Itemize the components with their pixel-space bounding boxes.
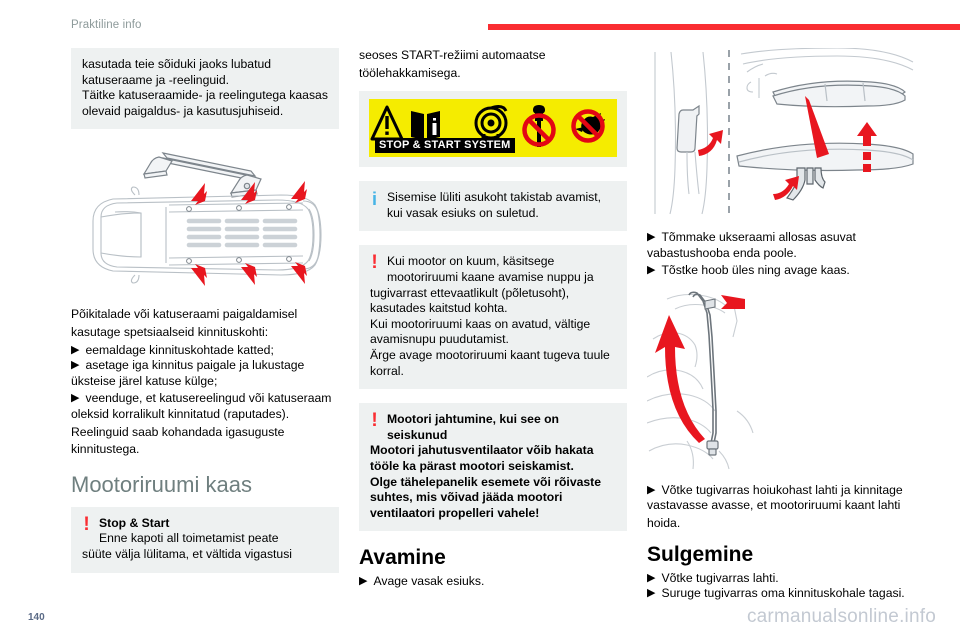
cooling-line-5: ventilaatori propelleri vahele! [370,505,540,520]
bullet-arrow-icon: ▶ [71,343,80,356]
roof-rack-mounting-points-figure [71,143,339,295]
hot-warning-line-4: kasutades kaitstud kohta. [370,301,508,316]
warning-line-1: Enne kapoti all toimetamist peate [99,531,279,546]
roof-install-bullet-3: ▶ veenduge, et katusereelingud või katus… [71,391,339,407]
no-tools-icon [522,105,556,148]
cooling-title-2: seiskunud [387,427,448,442]
cooling-line-2: tööle ka pärast mootori seiskamist. [370,458,574,473]
roof-install-bullet-3-cont: oleksid korralikult kinnitatud (raputade… [71,406,290,421]
stay-rod-bullet-1-cont-1: vastavasse avasse, et mootoriruumi kaant… [647,498,901,513]
header-red-rule [488,24,960,30]
pictogram-label: STOP & START SYSTEM [375,138,515,154]
info-icon: i [371,189,377,210]
hot-engine-warning-box: ! Kui mootor on kuum, käsitsege mootorir… [359,245,627,390]
right-column: ▶ Tõmmake ukseraami allosas asuvat vabas… [647,48,915,602]
manual-book-icon [411,111,440,141]
bullet-arrow-icon: ▶ [647,231,656,243]
closing-bullet-2: ▶ Suruge tugivarras oma kinnituskohale t… [647,586,915,602]
hot-warning-line-1: Kui mootor on kuum, käsitsege [387,254,555,269]
open-bonnet-bullet-2: ▶ Tõstke hoob üles ning avage kaas. [647,263,915,279]
bullet-arrow-icon: ▶ [647,571,656,584]
latch-release-arrow [773,176,799,200]
roof-install-lead-2: kasutage spetsiaalseid kinnituskohti: [71,324,269,339]
roof-rack-intro-box: kasutada teie sõiduki jaoks lubatud katu… [71,48,339,130]
roof-install-tail-2: kinnitustega. [71,442,140,457]
section-heading-bonnet: Mootoriruumi kaas [71,471,252,497]
lever-up-arrow [857,122,877,172]
engine-cooling-warning-box: ! Mootori jahtumine, kui see on seiskunu… [359,403,627,532]
bullet-arrow-icon: ▶ [647,483,656,496]
page-number: 140 [28,612,45,623]
door-frame-release-lever-figure [647,48,915,218]
hot-warning-line-7: Ärge avage mootoriruumi kaant tugeva tuu… [370,347,610,362]
warning-icon: ! [371,252,378,274]
bullet-arrow-icon: ▶ [71,359,80,372]
stop-start-cont-line-2: töölehakkamisega. [359,65,461,80]
breadcrumb-section-title: Praktiline info [71,19,142,31]
warning-triangle-icon [370,105,404,141]
left-column: kasutada teie sõiduki jaoks lubatud katu… [71,48,339,587]
hot-warning-line-8: korral. [370,363,404,378]
section-heading-opening: Avamine [359,546,446,570]
stop-start-cont-line-1: seoses START-režiimi automaatse [359,48,546,62]
bullet-text: eemaldage kinnituskohtade katted; [85,342,274,357]
no-hand-icon [571,109,605,143]
stay-rod-insert-arrow [721,294,745,309]
intro-line-1: kasutada teie sõiduki jaoks lubatud [82,57,272,71]
bullet-arrow-icon: ▶ [359,575,368,588]
open-bonnet-bullet-1-cont: vabastushooba enda poole. [647,245,797,260]
hot-warning-line-3: tugivarrast ettevaatlikult (põletusoht), [370,285,570,300]
warning-icon: ! [371,410,378,432]
info-line-2: kui vasak esiuks on suletud. [387,205,539,220]
roof-install-lead-1: Põikitalade või katuseraami paigaldamise… [71,307,298,322]
intro-line-2: katuseraame ja -reelinguid. [82,72,230,87]
site-watermark: carmanualsonline.info [746,606,936,627]
roof-install-bullet-2: ▶ asetage iga kinnitus paigale ja lukust… [71,358,339,374]
open-bonnet-bullet-1: ▶ Tõmmake ukseraami allosas asuvat [647,230,915,246]
stay-rod-bullet-1: ▶ Võtke tugivarras hoiukohast lahti ja k… [647,483,915,499]
bullet-text: Suruge tugivarras oma kinnituskohale tag… [661,586,905,601]
stay-rod-lift-arrow [655,314,705,443]
bonnet-open-wedge-arrow [805,96,829,158]
lever-pull-arrow [698,130,723,156]
section-heading-closing: Sulgemine [647,542,754,566]
cooling-line-4: suhtes, mis võivad jääda mootori [370,490,563,505]
mounting-point-arrows [191,181,307,287]
bullet-text: Tõstke hoob üles ning avage kaas. [661,263,850,278]
bullet-arrow-icon: ▶ [71,392,80,405]
info-line-1: Sisemise lüliti asukoht takistab avamist… [387,190,602,205]
bullet-arrow-icon: ▶ [647,587,656,600]
bullet-arrow-icon: ▶ [647,264,656,277]
inner-switch-info-box: i Sisemise lüliti asukoht takistab avami… [359,181,627,232]
hot-warning-line-5: Kui mootoriruumi kaas on avatud, vältige [370,316,591,331]
stay-rod-bullet-1-cont-2: hoida. [647,515,681,530]
opening-bullet-1: ▶ Avage vasak esiuks. [359,574,627,590]
bullet-text: Võtke tugivarras lahti. [661,570,779,585]
bonnet-stay-rod-figure [647,291,915,471]
cooling-line-1: Mootori jahutusventilaator võib hakata [370,443,594,458]
stop-start-warning-box: ! Stop & Start Enne kapoti all toimetami… [71,506,339,573]
closing-bullet-1: ▶ Võtke tugivarras lahti. [647,571,915,587]
bullet-text: Tõmmake ukseraami allosas asuvat [661,230,856,244]
hot-warning-line-2: mootoriruumi kaane avamise nuppu ja [387,269,594,284]
cooling-line-3: Olge tähelepanelik esemete või rõivaste [370,474,601,489]
middle-column: seoses START-režiimi automaatse töölehak… [359,48,627,590]
bullet-text: asetage iga kinnitus paigale ja lukustag… [85,358,305,373]
roof-install-bullet-2-cont: üksteise järel katuse külge; [71,373,218,388]
page-header: Praktiline info [0,0,960,40]
hot-warning-line-6: avamisnupu puudutamist. [370,332,509,347]
warning-line-2: süüte välja lülitama, et vältida vigastu… [82,546,293,561]
bullet-text: Võtke tugivarras hoiukohast lahti ja kin… [661,482,903,497]
roof-install-bullet-1: ▶ eemaldage kinnituskohtade katted; [71,343,339,359]
roof-install-tail-1: Reelinguid saab kohandada igasuguste [71,424,285,439]
intro-line-3: Täitke katuseraamide- ja reelingutega ka… [82,88,328,103]
bullet-text: veenduge, et katusereelingud või katuser… [85,391,332,406]
bullet-text: Avage vasak esiuks. [373,574,485,589]
warning-title: Stop & Start [99,515,170,530]
warning-icon: ! [83,513,90,535]
stop-start-system-pictogram: STOP & START SYSTEM [359,91,627,168]
cooling-title-1: Mootori jahtumine, kui see on [387,412,559,427]
intro-line-4: olevaid paigaldus- ja kasutusjuhiseid. [82,103,284,118]
